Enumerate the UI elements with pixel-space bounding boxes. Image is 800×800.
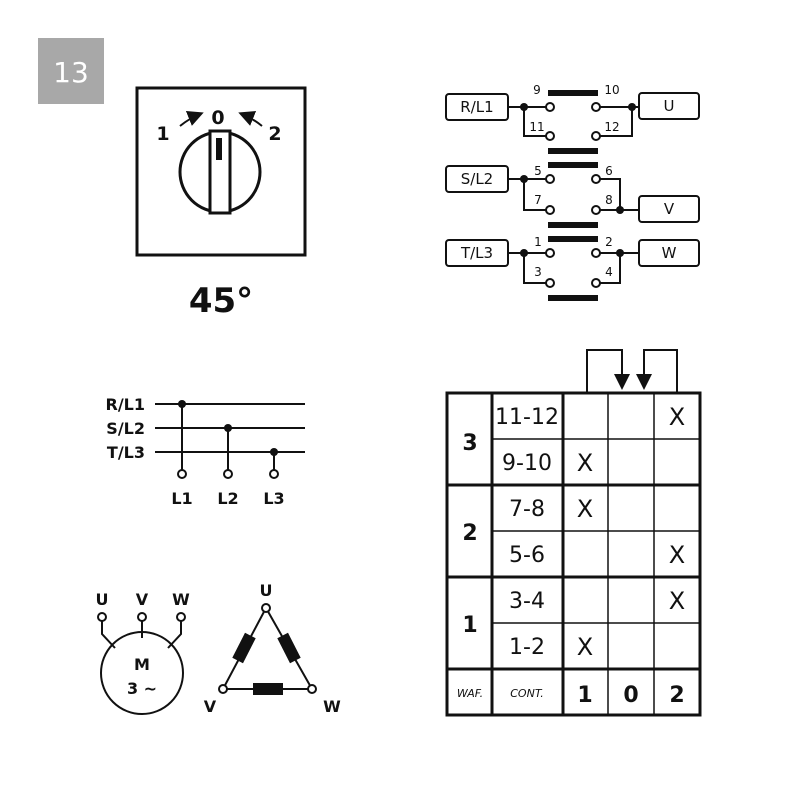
switch-mark: X xyxy=(577,449,593,477)
output-label-v: V xyxy=(664,200,675,218)
wafer-label: 3 xyxy=(462,431,477,456)
terminal-label: L3 xyxy=(263,489,284,508)
delta-node-label: U xyxy=(260,581,273,600)
contact-pair-label: 5-6 xyxy=(509,543,545,568)
switch-mark: X xyxy=(669,403,685,431)
motor-symbol: U V W M 3 ~ xyxy=(96,590,190,715)
wafer-header: WAF. xyxy=(457,687,483,700)
contact-bar xyxy=(548,148,598,154)
contact-bar xyxy=(548,236,598,242)
figure-number: 13 xyxy=(53,56,89,89)
knob-handle xyxy=(208,129,232,215)
supply-line-label: S/L2 xyxy=(106,419,145,438)
contact-number: 12 xyxy=(604,120,619,134)
winding-coil xyxy=(232,632,256,664)
switch-mark: X xyxy=(577,495,593,523)
output-label-u: U xyxy=(664,97,675,115)
switch-face: 0 1 2 45° xyxy=(135,86,307,321)
contact-number: 1 xyxy=(534,235,542,249)
position-header: 1 xyxy=(577,683,592,708)
contact-bar xyxy=(548,162,598,168)
wafer-label: 1 xyxy=(462,613,477,638)
motor-terminal-label: V xyxy=(136,590,149,609)
arrow-right-icon xyxy=(238,111,263,127)
contact-number: 8 xyxy=(605,193,613,207)
delta-node-label: V xyxy=(204,697,217,716)
contact-number: 6 xyxy=(605,164,613,178)
contact-pair-label: 9-10 xyxy=(502,451,552,476)
contact-schematic: R/L1 S/L2 T/L3 U V W xyxy=(445,83,700,301)
figure-number-badge: 13 xyxy=(38,38,104,104)
contact-number: 2 xyxy=(605,235,613,249)
contact-pair-label: 11-12 xyxy=(495,405,559,430)
supply-lines-diagram: R/L1 S/L2 T/L3 L1 L2 L3 xyxy=(106,395,305,508)
terminal-label: L2 xyxy=(217,489,238,508)
input-label-sl2: S/L2 xyxy=(461,170,493,188)
delta-node-label: W xyxy=(323,697,341,716)
contact-number: 10 xyxy=(604,83,619,97)
switching-table: 3 2 1 11-12 9-10 7-8 5-6 3-4 1-2 XXXXXX … xyxy=(445,349,702,717)
contact-pair-label: 3-4 xyxy=(509,589,545,614)
motor-terminal-label: U xyxy=(96,590,109,609)
position-header: 2 xyxy=(669,683,684,708)
contact-number: 11 xyxy=(529,120,544,134)
contact-number: 4 xyxy=(605,265,613,279)
winding-coil xyxy=(277,632,301,664)
supply-line-label: T/L3 xyxy=(107,443,145,462)
contact-bar xyxy=(548,222,598,228)
position-header: 0 xyxy=(623,683,638,708)
winding-coil xyxy=(253,683,283,695)
wafer-label: 2 xyxy=(462,521,477,546)
contact-pair-label: 1-2 xyxy=(509,635,545,660)
switch-mark: X xyxy=(669,541,685,569)
switch-mark: X xyxy=(577,633,593,661)
terminal-label: L1 xyxy=(171,489,192,508)
contact-bar xyxy=(548,90,598,96)
angle-label: 45° xyxy=(189,281,253,321)
contact-header: CONT. xyxy=(510,687,543,700)
delta-connection: U V W xyxy=(204,581,341,716)
contact-pair-label: 7-8 xyxy=(509,497,545,522)
knob-indicator xyxy=(216,138,222,160)
motor-terminal-label: W xyxy=(172,590,190,609)
contact-bar xyxy=(548,295,598,301)
contact-number: 5 xyxy=(534,164,542,178)
motor-phase-label: 3 ~ xyxy=(127,679,157,698)
output-label-w: W xyxy=(662,244,677,262)
motor-symbol-label: M xyxy=(134,655,150,674)
supply-line-label: R/L1 xyxy=(106,395,146,414)
contact-number: 9 xyxy=(533,83,541,97)
position-0-label: 0 xyxy=(211,107,224,129)
input-label-tl3: T/L3 xyxy=(460,244,493,262)
position-1-label: 1 xyxy=(156,123,169,145)
input-label-rl1: R/L1 xyxy=(460,98,493,116)
position-2-label: 2 xyxy=(268,123,281,145)
contact-number: 7 xyxy=(534,193,542,207)
contact-number: 3 xyxy=(534,265,542,279)
switch-mark: X xyxy=(669,587,685,615)
arrow-left-icon xyxy=(179,111,204,127)
